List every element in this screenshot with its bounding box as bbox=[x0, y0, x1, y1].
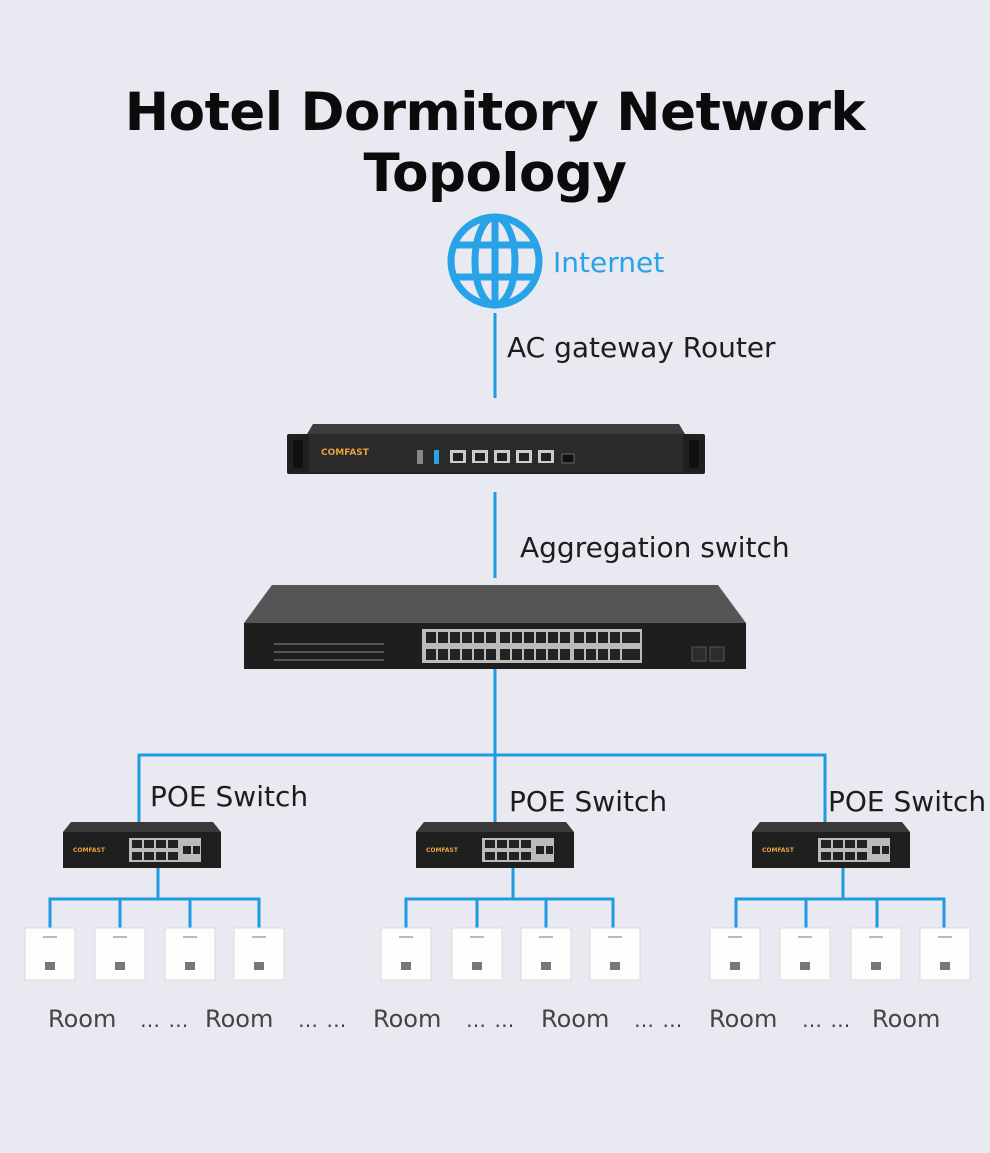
poe-switch-3-label: POE Switch bbox=[828, 785, 987, 818]
room-ap bbox=[164, 927, 216, 981]
globe-icon bbox=[447, 213, 543, 309]
room-ap bbox=[919, 927, 971, 981]
room-ellipsis: … … bbox=[466, 1008, 516, 1032]
poe-switch-2-label: POE Switch bbox=[509, 785, 668, 818]
room-label: Room bbox=[709, 1005, 778, 1033]
room-label: Room bbox=[48, 1005, 117, 1033]
room-ellipsis: … … bbox=[802, 1008, 852, 1032]
room-ap bbox=[451, 927, 503, 981]
svg-text:COMFAST: COMFAST bbox=[762, 847, 795, 854]
room-ap bbox=[24, 927, 76, 981]
room-ap bbox=[709, 927, 761, 981]
internet-label: Internet bbox=[553, 246, 665, 279]
room-ellipsis: … … bbox=[298, 1008, 348, 1032]
room-label: Room bbox=[541, 1005, 610, 1033]
room-ap bbox=[233, 927, 285, 981]
router-label: AC gateway Router bbox=[507, 331, 776, 364]
poe-switch-2: COMFAST bbox=[416, 822, 574, 868]
room-ap bbox=[850, 927, 902, 981]
room-ap bbox=[779, 927, 831, 981]
room-label: Room bbox=[872, 1005, 941, 1033]
room-label: Room bbox=[373, 1005, 442, 1033]
aggregation-label: Aggregation switch bbox=[520, 531, 790, 564]
ac-gateway-router: COMFAST bbox=[287, 424, 705, 474]
room-ellipsis: … … bbox=[140, 1008, 190, 1032]
router-brand: COMFAST bbox=[321, 448, 370, 458]
svg-text:COMFAST: COMFAST bbox=[73, 847, 106, 854]
poe-switch-1-label: POE Switch bbox=[150, 780, 309, 813]
svg-text:COMFAST: COMFAST bbox=[426, 847, 459, 854]
room-ap bbox=[520, 927, 572, 981]
aggregation-switch bbox=[244, 585, 746, 669]
room-label: Room bbox=[205, 1005, 274, 1033]
aggregation-poe-bus bbox=[137, 753, 827, 822]
room-access-points bbox=[24, 927, 971, 981]
room-ap bbox=[589, 927, 641, 981]
room-ap bbox=[380, 927, 432, 981]
poe-switch-3: COMFAST bbox=[752, 822, 910, 868]
poe-switch-1: COMFAST bbox=[63, 822, 221, 868]
room-ap bbox=[94, 927, 146, 981]
page-title: Hotel Dormitory Network Topology bbox=[124, 82, 866, 204]
room-ellipsis: … … bbox=[634, 1008, 684, 1032]
